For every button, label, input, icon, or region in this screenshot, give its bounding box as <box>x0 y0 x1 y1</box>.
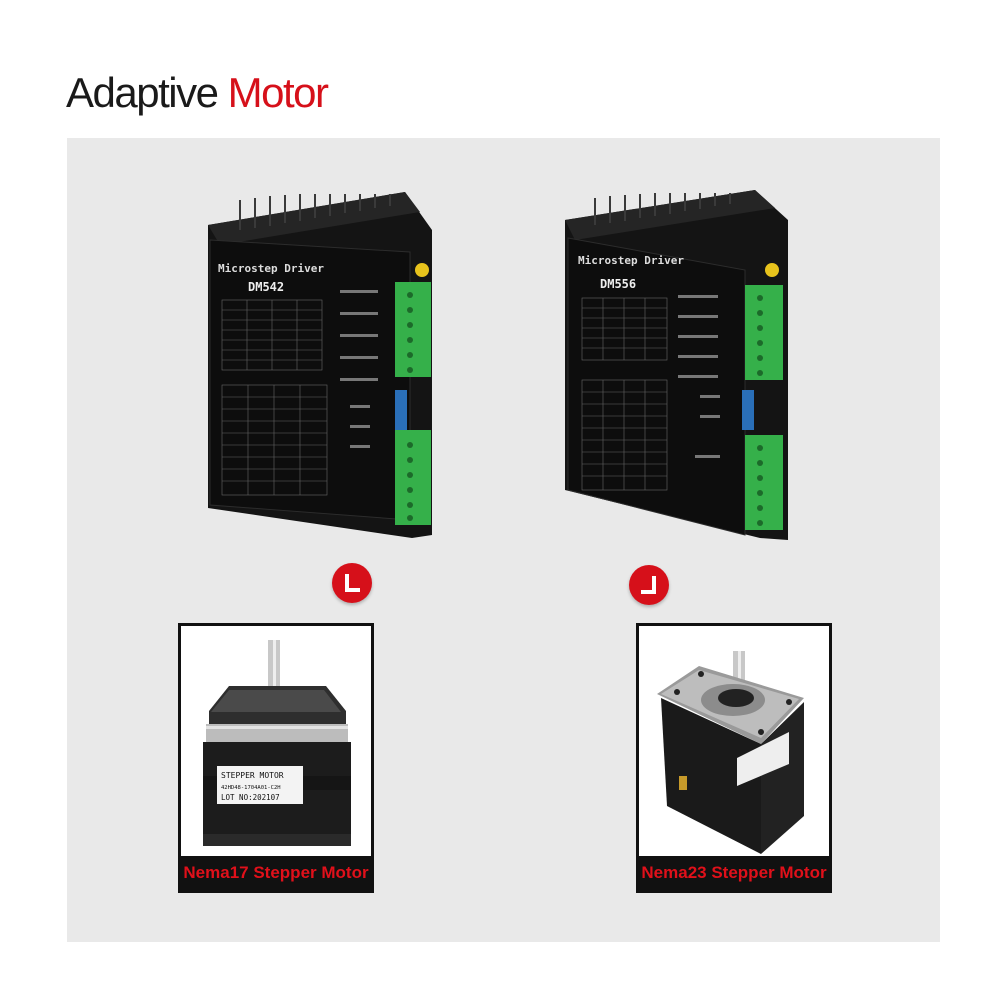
motor-card-nema17: STEPPER MOTOR 42HD48-1704A01-C2H LOT NO:… <box>178 623 374 893</box>
sticker-line-2: 42HD48-1704A01-C2H <box>221 785 281 791</box>
nema23-motor-image <box>657 651 804 854</box>
driver-1-brand-text: Microstep Driver <box>218 262 324 275</box>
motor-card-nema23: Nema23 Stepper Motor <box>636 623 832 893</box>
motor-label-nema17: Nema17 Stepper Motor <box>181 856 371 890</box>
driver-dm556-image: Microstep Driver DM556 <box>565 190 788 540</box>
driver-dm542-image: Microstep Driver DM542 <box>208 192 432 538</box>
corner-left-icon <box>345 574 360 592</box>
motor-label-nema23: Nema23 Stepper Motor <box>639 856 829 890</box>
sticker-line-3: LOT NO:202107 <box>221 793 280 802</box>
bracket-left-badge <box>332 563 372 603</box>
driver-1-model-text: DM542 <box>248 280 284 294</box>
title-word-2: Motor <box>227 69 329 116</box>
sticker-line-1: STEPPER MOTOR <box>221 771 284 780</box>
title-word-1: Adaptive <box>66 69 219 116</box>
bracket-right-badge <box>629 565 669 605</box>
driver-2-model-text: DM556 <box>600 277 636 291</box>
page-title: Adaptive Motor <box>66 68 329 118</box>
driver-2-brand-text: Microstep Driver <box>578 254 684 267</box>
nema17-motor-image: STEPPER MOTOR 42HD48-1704A01-C2H LOT NO:… <box>203 640 351 846</box>
corner-right-icon <box>641 576 656 594</box>
